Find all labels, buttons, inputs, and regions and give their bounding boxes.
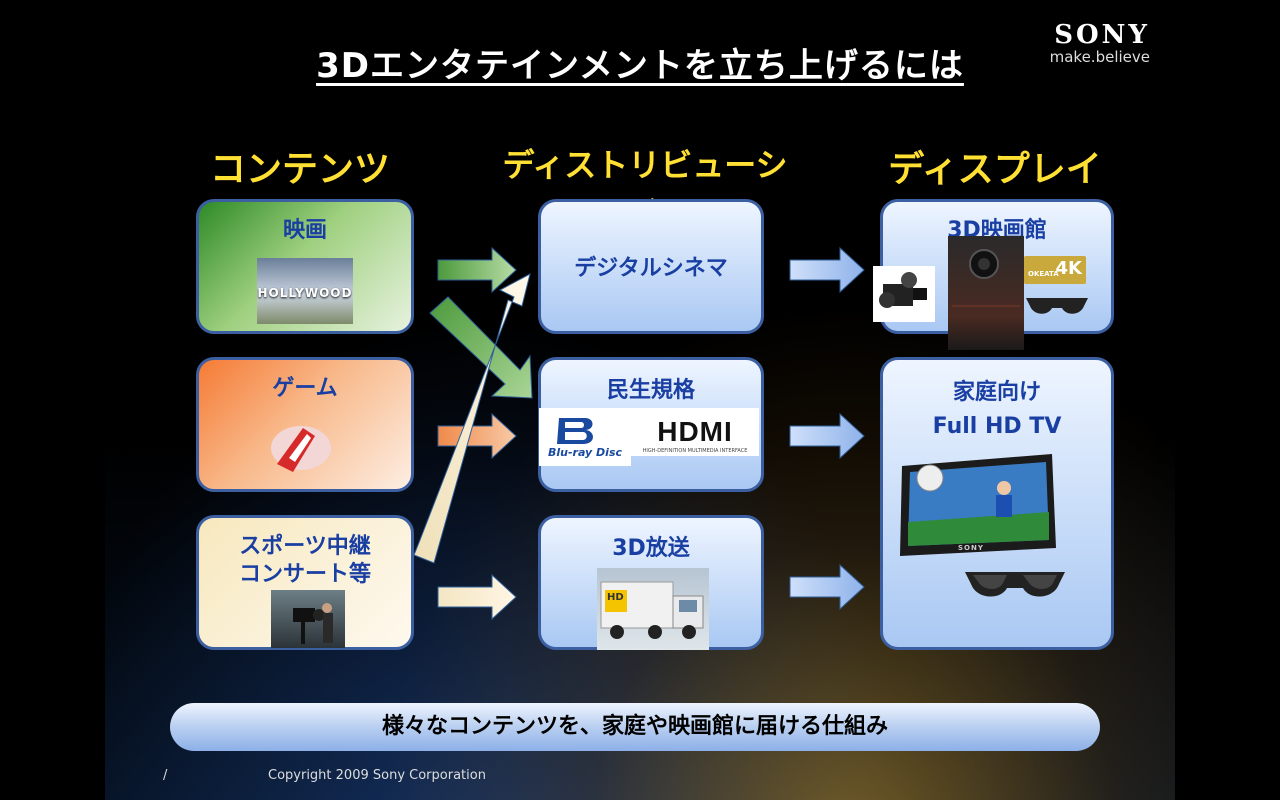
content-label-game: ゲーム — [272, 376, 338, 401]
hdmi-logo: HDMI HIGH-DEFINITION MULTIMEDIA INTERFAC… — [631, 408, 759, 456]
hdmi-logo-text: HDMI — [657, 416, 733, 447]
3d-glasses-home-icon — [963, 566, 1067, 602]
film-camera-image — [873, 266, 935, 322]
content-box-sports: スポーツ中継 コンサート等 — [196, 515, 414, 650]
3d-glasses-theater-icon — [1024, 294, 1090, 318]
hdmi-logo-subtext: HIGH-DEFINITION MULTIMEDIA INTERFACE — [642, 448, 748, 454]
content-label-concert: コンサート等 — [238, 562, 371, 587]
truck-hd-text: HD — [607, 592, 624, 603]
4k-badge: OKEATA 4K — [1024, 256, 1086, 284]
arrow-consumer-to-home — [789, 412, 865, 460]
distribution-box-broadcast: 3D放送 HD — [538, 515, 764, 650]
content-box-game: ゲーム — [196, 357, 414, 492]
arrow-cinema-to-theater — [789, 246, 865, 294]
arrow-movie-to-consumer — [429, 296, 533, 399]
slide-title: 3Dエンタテインメントを立ち上げるには — [316, 46, 964, 86]
distribution-box-cinema: デジタルシネマ — [538, 199, 764, 334]
distribution-label-cinema: デジタルシネマ — [574, 256, 728, 281]
sony-logo-tagline: make.believe — [1049, 48, 1150, 66]
arrow-sport-to-broadcast — [437, 573, 517, 621]
bluray-logo: Blu-ray Disc — [539, 408, 631, 466]
column-heading-display: ディスプレイ — [888, 149, 1102, 190]
camera-crew-image — [271, 590, 345, 648]
footer-banner: 様々なコンテンツを、家庭や映画館に届ける仕組み — [170, 703, 1100, 751]
column-heading-content: コンテンツ — [209, 149, 390, 190]
tv-brand-text: SONY — [958, 544, 984, 552]
arrow-game-to-consumer — [437, 412, 517, 460]
projector-image — [948, 236, 1024, 350]
racing-game-image — [263, 414, 339, 480]
display-label-fullhd: Full HD TV — [932, 414, 1062, 439]
arrow-broadcast-to-home — [789, 563, 865, 611]
content-label-sports: スポーツ中継 — [239, 534, 371, 559]
display-label-home: 家庭向け — [952, 380, 1041, 405]
content-box-movie: 映画 HOLLYWOOD — [196, 199, 414, 334]
hollywood-image: HOLLYWOOD — [257, 258, 353, 324]
bluray-logo-text: Blu-ray Disc — [547, 446, 623, 459]
copyright-text: Copyright 2009 Sony Corporation — [268, 768, 486, 783]
arrow-sport-to-cinema — [413, 273, 531, 564]
arrow-movie-to-cinema — [437, 246, 517, 294]
distribution-label-broadcast: 3D放送 — [612, 536, 690, 561]
content-label-movie: 映画 — [282, 218, 327, 243]
4k-badge-brand: OKEATA — [1028, 270, 1059, 278]
4k-badge-label: 4K — [1055, 258, 1082, 279]
broadcast-truck-image: HD — [597, 568, 709, 650]
sony-logo-brand: SONY — [1054, 20, 1150, 50]
page-mark: / — [163, 768, 168, 783]
distribution-label-consumer: 民生規格 — [606, 378, 695, 403]
3d-tv-image: SONY — [892, 452, 1062, 564]
hollywood-sign-text: HOLLYWOOD — [257, 286, 353, 300]
sony-logo: SONY make.believe — [1050, 20, 1150, 66]
